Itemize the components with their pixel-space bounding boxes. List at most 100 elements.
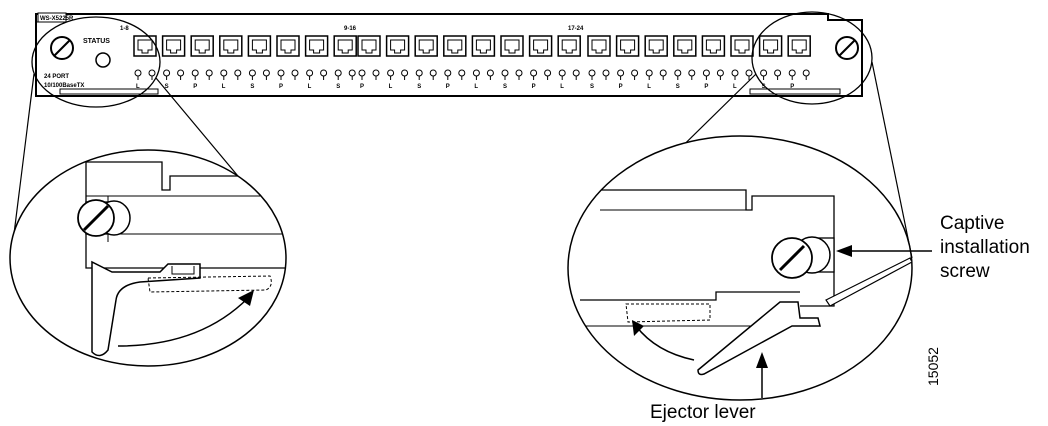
port-led-icon: S <box>163 69 185 90</box>
rj45-port-icon <box>730 35 754 57</box>
port-led-icon: P <box>617 69 639 90</box>
rj45-port-icon <box>304 35 329 57</box>
port-led-label: P <box>619 84 623 90</box>
port-led-icon: S <box>334 69 356 90</box>
rj45-port-icon <box>190 35 214 57</box>
port-led-icon: L <box>645 69 667 90</box>
ejector-lever-closed <box>697 301 821 376</box>
port-led-label: L <box>474 84 478 90</box>
callout-ejector: Ejector lever <box>650 402 756 423</box>
model-label-tab <box>37 12 67 23</box>
port-led-icon: P <box>702 69 724 90</box>
port-led-icon: L <box>220 69 242 90</box>
rj45-port-icon <box>247 35 272 57</box>
ejector-lever-callout: Ejector lever <box>650 352 768 423</box>
model-label: WS-X5225R <box>40 16 74 22</box>
port-led-label: S <box>417 84 421 90</box>
port-led-label: S <box>676 84 680 90</box>
port-led-icon: S <box>501 69 523 90</box>
port-led-label: P <box>532 84 536 90</box>
rj45-port-icon <box>500 35 524 57</box>
port-led-label: L <box>647 84 651 90</box>
port-led-label: L <box>389 84 393 90</box>
port-led-label: P <box>279 84 283 90</box>
port-led-label: S <box>503 84 507 90</box>
port-led-label: S <box>590 84 594 90</box>
callout-captive-line2: installation <box>940 237 1030 258</box>
port-led-icon: L <box>387 69 409 90</box>
rj45-port-icon <box>357 35 381 57</box>
port-led-icon: P <box>444 69 466 90</box>
port-led-icon: L <box>134 69 156 90</box>
rj45-port-icon <box>385 35 410 57</box>
callout-captive-line1: Captive <box>940 213 1004 234</box>
port-led-label: L <box>733 84 737 90</box>
port-led-label: L <box>560 84 564 90</box>
rj45-port-icon <box>528 35 553 57</box>
port-led-label: L <box>308 84 312 90</box>
port-led-label: P <box>446 84 450 90</box>
rj45-port-icon <box>414 35 438 57</box>
callout-captive-line3: screw <box>940 261 990 282</box>
group-label-3: 17-24 <box>568 26 584 32</box>
right-magnify-marker <box>751 11 873 105</box>
rj45-port-icon <box>701 35 726 57</box>
rotate-arrow-icon <box>635 325 695 361</box>
right-captive-screw-icon <box>835 36 859 60</box>
speed-label: 10/100BaseTX <box>44 83 84 89</box>
port-led-icon: S <box>248 69 270 90</box>
port-led-icon: S <box>588 69 610 90</box>
ejector-lever-open-outline <box>147 275 272 293</box>
port-led-label: L <box>222 84 226 90</box>
captive-screw-icon <box>771 236 835 279</box>
rotate-arrow-icon <box>117 297 249 347</box>
rj45-port-icon <box>219 35 243 57</box>
rj45-port-icon <box>333 35 357 57</box>
port-led-label: L <box>136 84 140 90</box>
port-led-label: P <box>704 84 708 90</box>
port-led-icon: S <box>674 69 696 90</box>
rj45-port-icon <box>133 35 157 57</box>
rj45-port-icon <box>587 35 611 57</box>
rj45-port-icon <box>644 35 668 57</box>
rj45-port-icon <box>443 35 467 57</box>
port-led-icon: S <box>415 69 437 90</box>
rj45-port-icon <box>615 35 640 57</box>
port-led-label: P <box>360 84 364 90</box>
port-led-label: S <box>250 84 254 90</box>
captive-screw-icon <box>77 199 131 237</box>
figure-number: 15052 <box>925 347 941 386</box>
rj45-port-icon <box>161 35 186 57</box>
port-led-label: P <box>790 84 794 90</box>
rj45-port-icon <box>471 35 496 57</box>
rj45-port-icon <box>758 35 783 57</box>
port-led-label: S <box>336 84 340 90</box>
rj45-port-icon <box>557 35 581 57</box>
rj45-port-rows <box>133 35 811 57</box>
port-led-icon: P <box>530 69 552 90</box>
ejector-lever-open-outline <box>625 303 711 323</box>
rj45-port-icon <box>276 35 300 57</box>
port-led-icon: L <box>472 69 494 90</box>
port-led-label: S <box>762 84 766 90</box>
left-magnify-marker <box>31 16 161 108</box>
port-led-icon: P <box>277 69 299 90</box>
status-led <box>95 52 111 68</box>
rj45-port-icon <box>787 35 811 57</box>
left-detail-view <box>9 149 287 367</box>
right-detail-view <box>567 135 913 401</box>
port-led-icon: L <box>558 69 580 90</box>
port-led-icon: L <box>306 69 328 90</box>
port-led-icon: P <box>191 69 213 90</box>
left-card-slot <box>59 88 159 95</box>
port-led-icon: L <box>731 69 753 90</box>
ejector-lever-closed <box>91 260 201 357</box>
captive-screw-callout: Captive installation screw <box>836 213 1030 282</box>
right-card-slot <box>749 88 841 95</box>
port-led-icon: S <box>760 69 782 90</box>
rj45-port-icon <box>673 35 697 57</box>
status-label: STATUS <box>83 38 110 45</box>
left-captive-screw-icon <box>50 36 74 60</box>
